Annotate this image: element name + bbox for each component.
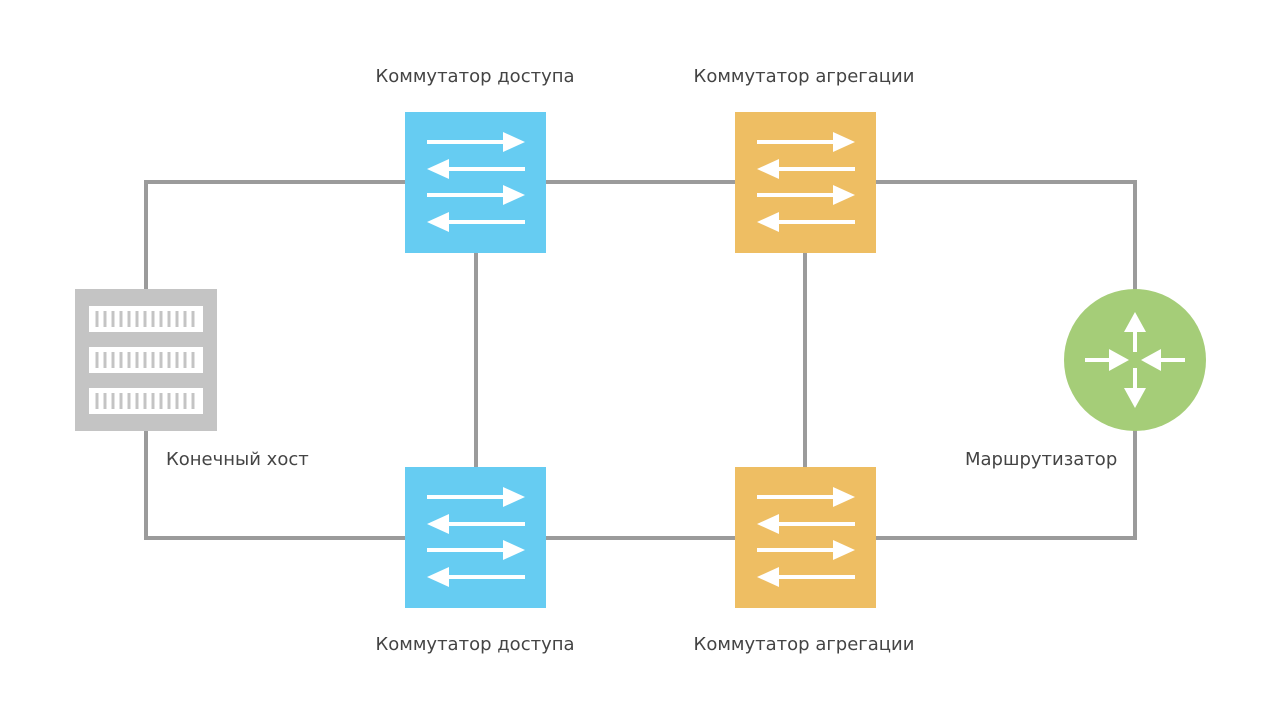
server-rack-icon [89,306,203,414]
link-agg-router-top [876,180,1137,290]
aggregation-switch-top [735,112,876,253]
link-agg-router-bottom [876,430,1137,540]
router [1064,289,1206,431]
router-arrows-icon [1085,312,1185,408]
end-host [75,289,217,431]
access-switch-bottom [405,467,546,608]
label-end-host: Конечный хост [166,449,309,470]
link-host-top [144,180,405,290]
label-router: Маршрутизатор [965,449,1118,470]
label-aggregation-switch-top: Коммутатор агрегации [693,66,915,87]
label-access-switch-top: Коммутатор доступа [375,66,575,87]
label-aggregation-switch-bottom: Коммутатор агрегации [693,634,915,655]
aggregation-switch-bottom [735,467,876,608]
links [144,180,1137,540]
link-host-bottom [144,430,405,540]
label-access-switch-bottom: Коммутатор доступа [375,634,575,655]
access-switch-top [405,112,546,253]
